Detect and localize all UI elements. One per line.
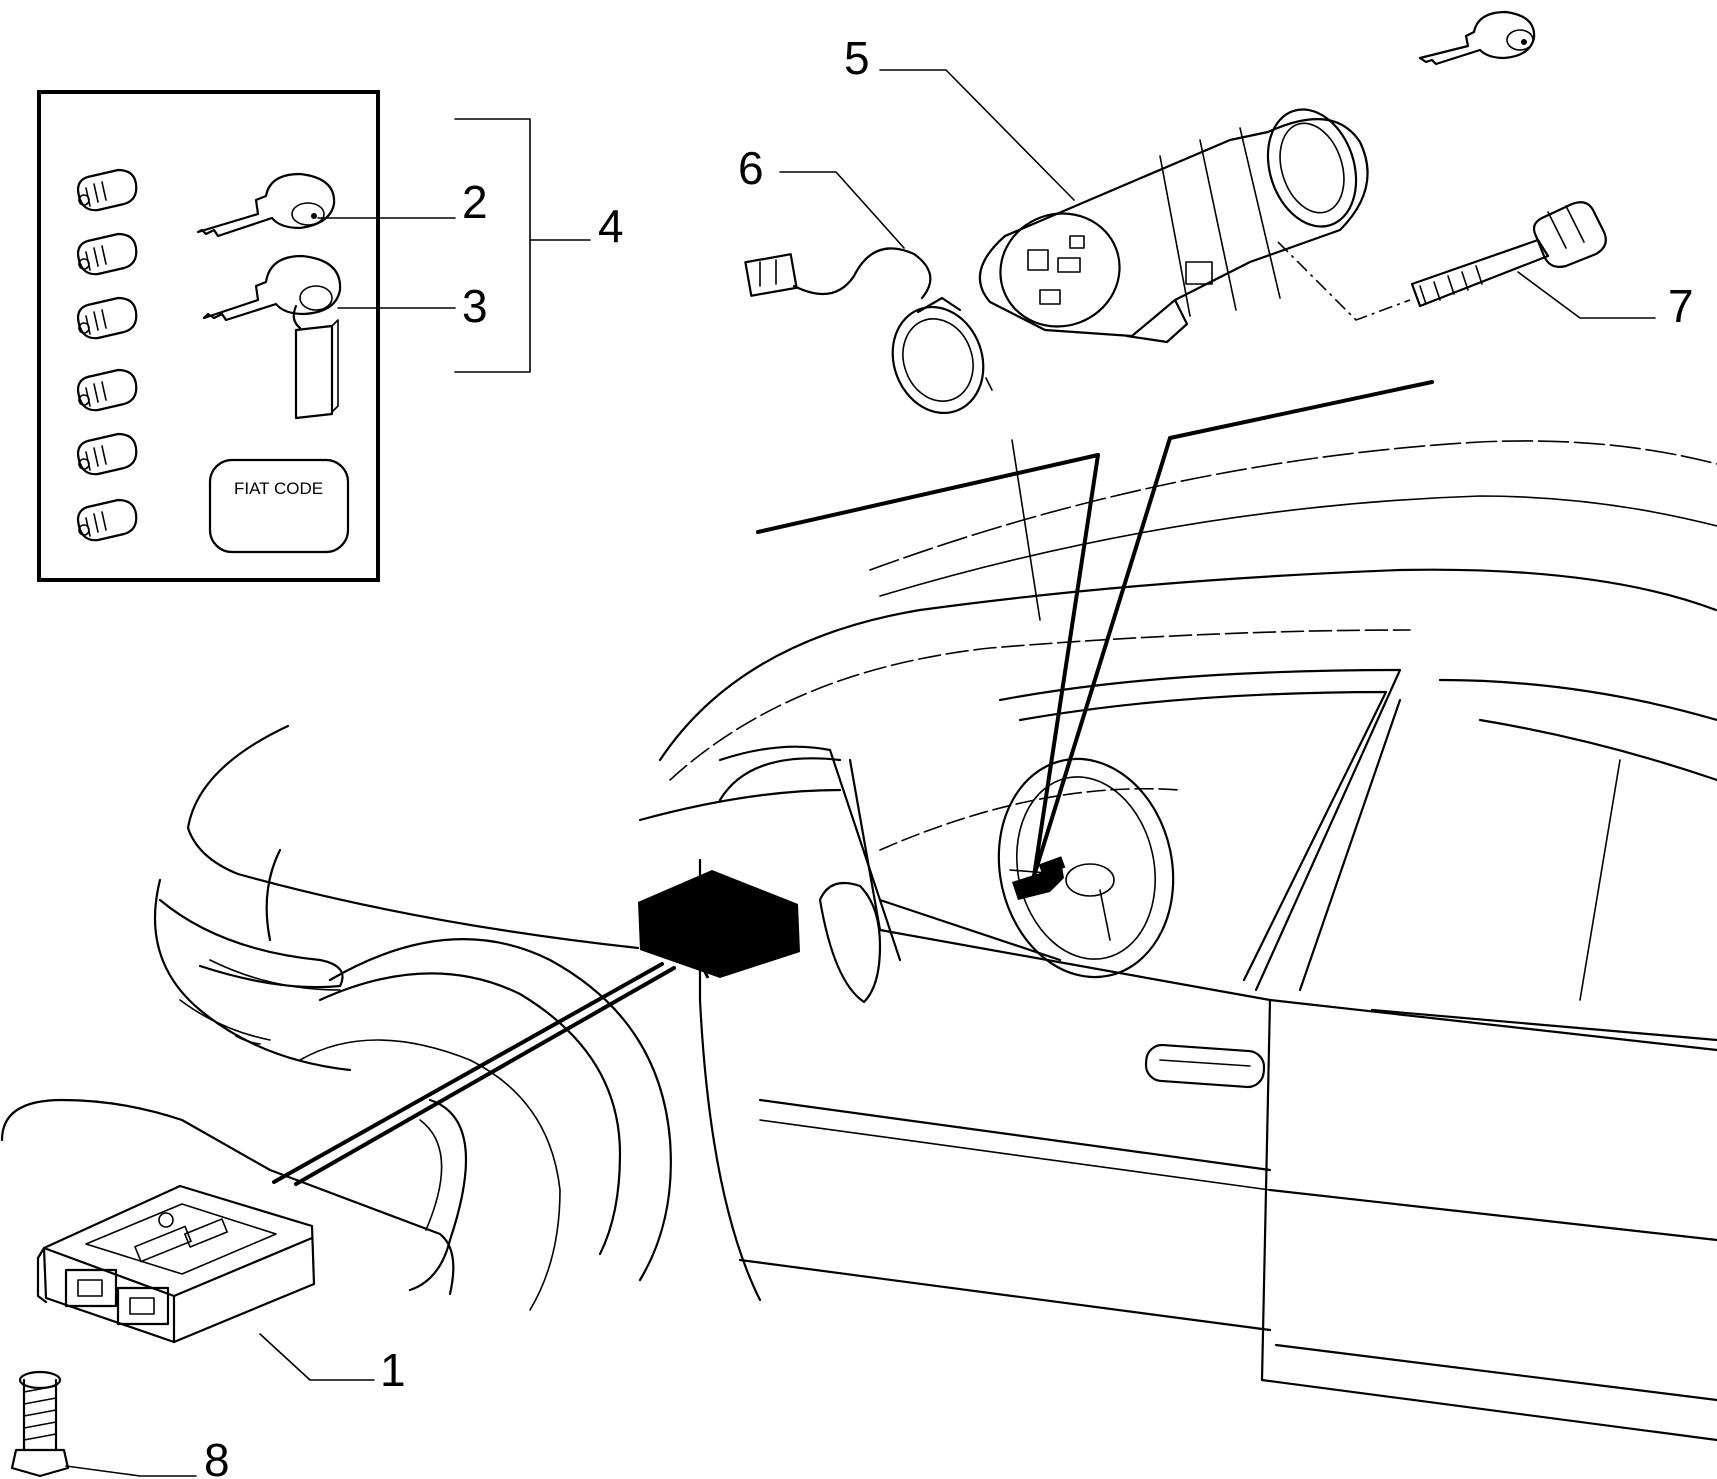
callout-3: 3	[462, 280, 488, 332]
callout-7: 7	[1668, 280, 1694, 332]
callout-8: 8	[204, 1434, 230, 1479]
spare-key	[1418, 10, 1536, 66]
fiat-code-label: FIAT CODE	[234, 479, 323, 498]
callout-4: 4	[598, 200, 624, 252]
callout-1: 1	[380, 1344, 406, 1396]
pointer-line-ecu-b	[294, 966, 676, 1186]
leader-line-7	[1517, 271, 1656, 319]
leader-line-6	[779, 171, 905, 249]
lock-kit-box: FIAT CODE	[37, 90, 380, 582]
pointer-line-left	[1032, 453, 1100, 878]
antenna-ring	[744, 247, 993, 415]
leader-line-1	[259, 1333, 375, 1381]
callout-5: 5	[844, 32, 870, 84]
ignition-lock-housing	[978, 108, 1369, 344]
pointer-line-ecu-a	[272, 962, 664, 1184]
leader-line-5	[879, 69, 1075, 201]
lock-bolt	[1410, 201, 1607, 308]
key-item-3	[202, 254, 342, 420]
lock-cylinders	[76, 168, 138, 542]
lock-cylinder-3	[76, 296, 138, 340]
car-body-outline	[0, 380, 1717, 1442]
pointer-line-right	[1032, 436, 1172, 878]
lock-cylinder-4	[76, 368, 138, 412]
lock-cylinder-5	[76, 432, 138, 476]
ecu-location	[638, 870, 800, 979]
callout-2: 2	[462, 176, 488, 228]
fiat-code-card: FIAT CODE	[208, 458, 350, 554]
kit-bracket	[454, 118, 591, 373]
immobiliser-ecu	[36, 1184, 316, 1344]
lock-cylinder-2	[76, 232, 138, 276]
leader-line-8	[65, 1465, 197, 1477]
lock-cylinder-6	[76, 498, 138, 542]
steering-lock-location	[1012, 856, 1066, 900]
assembly-axis-line	[1277, 241, 1411, 321]
callout-6: 6	[738, 142, 764, 194]
mounting-screw	[10, 1370, 70, 1478]
lock-cylinder-1	[76, 168, 138, 212]
key-item-2	[196, 172, 336, 238]
